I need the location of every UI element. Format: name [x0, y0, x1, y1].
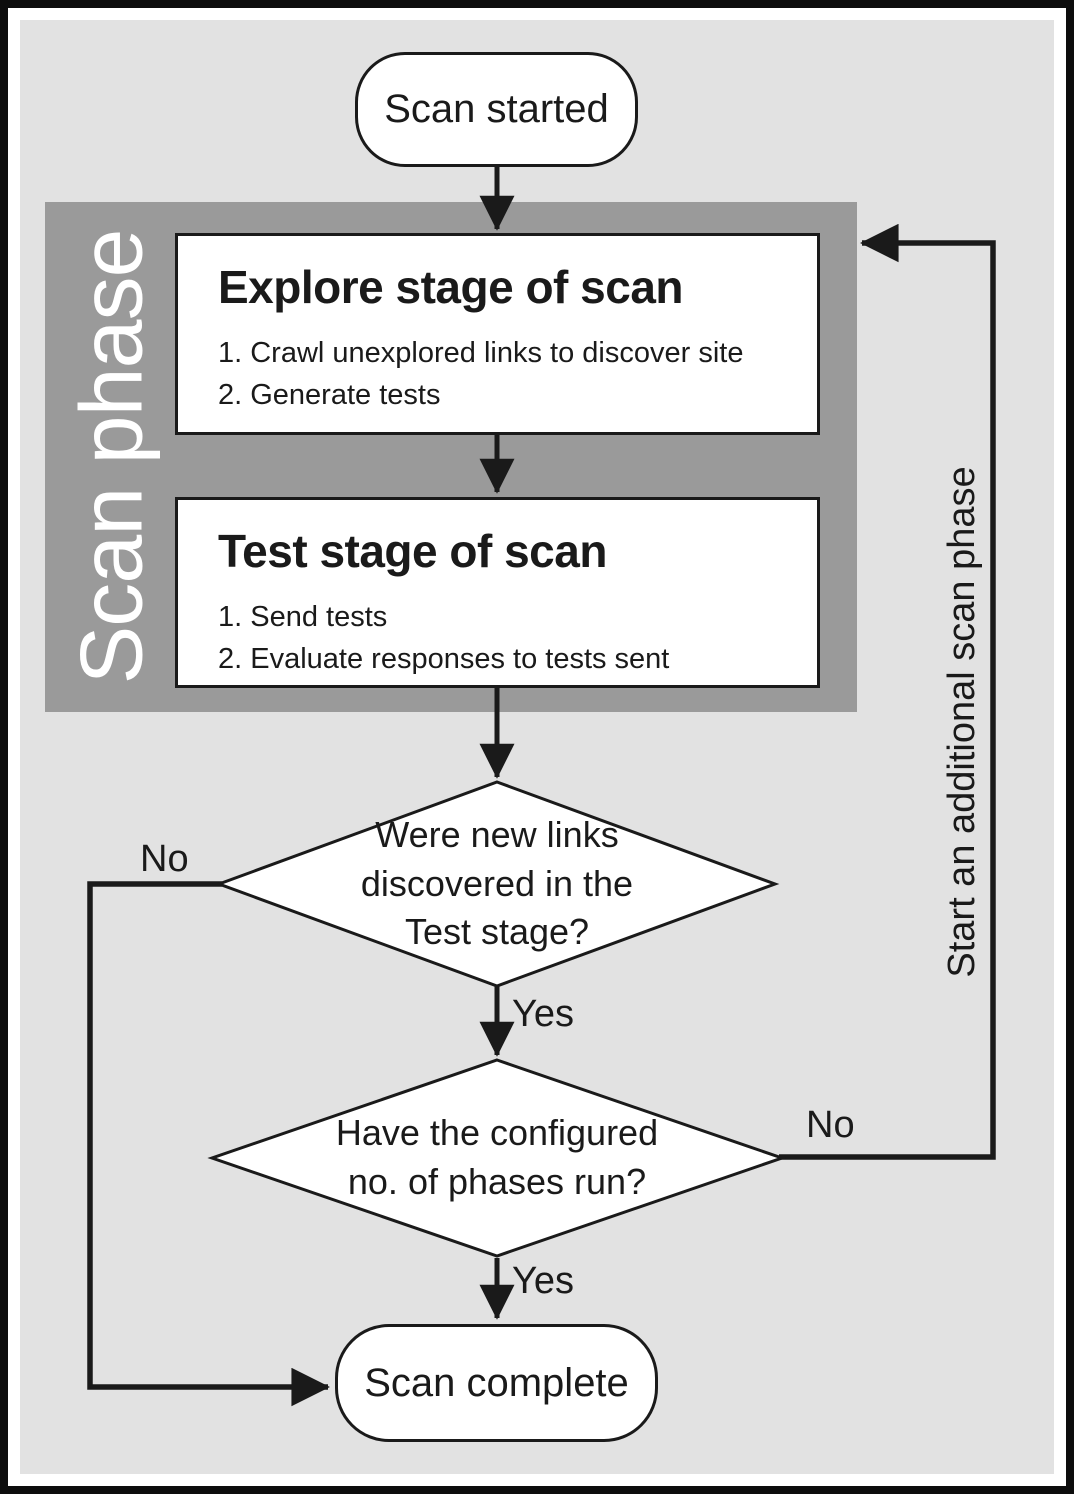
test-stage-item-1: 1. Send tests [218, 601, 388, 633]
complete-node-label: Scan complete [364, 1360, 629, 1405]
start-node-label: Scan started [384, 87, 609, 131]
decision-phases-line-1: Have the configured [335, 1112, 659, 1154]
explore-stage-box: Explore stage of scan 1. Crawl unexplore… [175, 233, 820, 435]
explore-stage-title: Explore stage of scan [218, 261, 684, 313]
decision-new-links-line-1: Were new links [375, 814, 619, 856]
loop-label-start-additional-phase: Start an additional scan phase [940, 466, 983, 978]
start-node: Scan started [355, 52, 638, 167]
decision-phases-line-2: no. of phases run? [347, 1161, 647, 1202]
complete-node: Scan complete [335, 1324, 658, 1442]
decision-new-links-label: Were new links discovered in the Test st… [247, 805, 747, 963]
decision-new-links-line-2: discovered in the [360, 862, 634, 904]
edge-label-no-left: No [140, 838, 189, 880]
test-stage-title: Test stage of scan [218, 525, 607, 577]
edge-label-yes-2: Yes [512, 1260, 574, 1302]
explore-stage-item-2: 2. Generate tests [218, 379, 441, 412]
edge-decision-links-no [87, 881, 330, 1407]
explore-stage-item-1: 1. Crawl unexplored links to discover si… [218, 337, 744, 369]
decision-new-links-shape [214, 780, 780, 988]
test-stage-box: Test stage of scan 1. Send tests 2. Eval… [175, 497, 820, 688]
decision-phases-shape [207, 1058, 787, 1258]
edge-label-no-right: No [806, 1104, 855, 1146]
edge-label-yes-1: Yes [512, 993, 574, 1035]
test-stage-item-2: 2. Evaluate responses to tests sent [218, 643, 670, 676]
edge-decision-phases-no-loop [779, 223, 996, 1160]
decision-phases-label: Have the configured no. of phases run? [247, 1085, 747, 1231]
decision-new-links-line-3: Test stage? [404, 911, 590, 953]
